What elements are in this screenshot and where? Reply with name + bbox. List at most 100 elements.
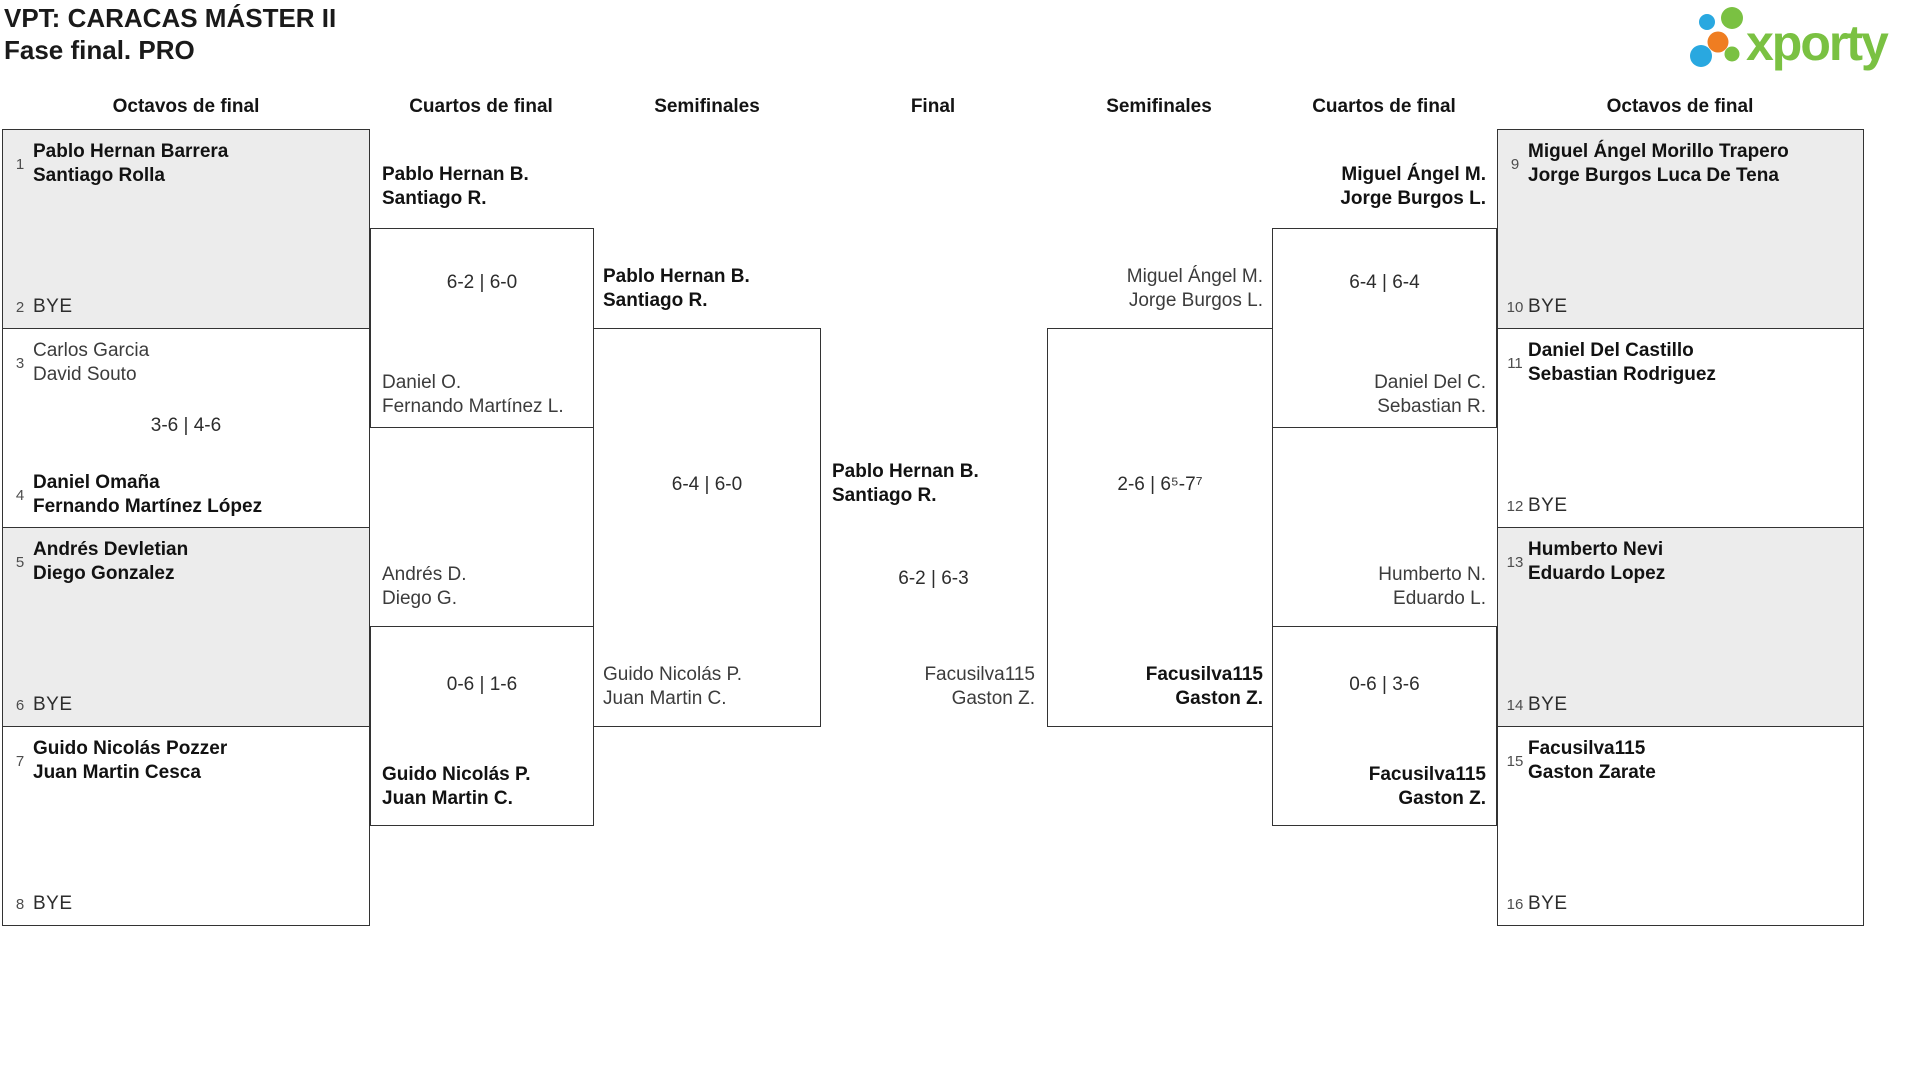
bye-label: BYE	[1528, 893, 1568, 914]
seed-number: 7	[15, 752, 25, 770]
seed-number: 11	[1507, 354, 1523, 372]
player-1: Daniel Del C.	[1374, 372, 1486, 393]
team-cuartos-left-2-top: Andrés D. Diego G.	[382, 563, 466, 611]
player-1: Miguel Ángel Morillo Trapero	[1528, 141, 1789, 162]
team-slot-14: 14 BYE	[1504, 694, 1855, 716]
team-semifinal-right-top: Miguel Ángel M. Jorge Burgos L.	[1127, 265, 1263, 313]
player-1: Humberto Nevi	[1528, 539, 1664, 560]
player-2: Santiago Rolla	[33, 165, 165, 186]
player-1: Guido Nicolás Pozzer	[33, 738, 228, 759]
player-1: Pablo Hernan B.	[603, 266, 750, 287]
player-1: Pablo Hernan B.	[382, 164, 529, 185]
match-box-cuartos-right-2	[1272, 626, 1497, 826]
logo-dot-green-small	[1724, 46, 1740, 62]
team-names: Carlos Garcia David Souto	[31, 339, 149, 387]
team-cuartos-right-2-top: Humberto N. Eduardo L.	[1378, 563, 1486, 611]
bye-label: BYE	[1528, 296, 1568, 317]
team-names: Daniel Omaña Fernando Martínez López	[31, 471, 262, 519]
seed-number: 13	[1506, 553, 1524, 571]
match-box-octavos-15-16: 15 Facusilva115 Gaston Zarate 16 BYE	[1497, 726, 1864, 926]
seed-number: 3	[15, 354, 25, 372]
octavos-right-column: 9 Miguel Ángel Morillo Trapero Jorge Bur…	[1497, 129, 1864, 927]
team-slot-15: 15 Facusilva115 Gaston Zarate	[1504, 737, 1855, 785]
bye-label: BYE	[33, 296, 73, 317]
seed-number: 12	[1506, 497, 1524, 515]
player-1: Miguel Ángel M.	[1341, 164, 1486, 185]
seed-number: 4	[15, 486, 25, 504]
player-1: Facusilva115	[1368, 764, 1486, 785]
seed-number: 1	[15, 155, 25, 173]
team-names: Miguel Ángel Morillo Trapero Jorge Burgo…	[1526, 140, 1789, 188]
seed-number: 16	[1506, 895, 1524, 913]
round-header-semifinal-left: Semifinales	[654, 96, 760, 117]
round-header-semifinal-right: Semifinales	[1106, 96, 1212, 117]
octavos-left-column: 1 Pablo Hernan Barrera Santiago Rolla 2 …	[2, 129, 370, 927]
tournament-name: VPT: CARACAS MÁSTER II	[4, 3, 337, 33]
team-final-top: Pablo Hernan B. Santiago R.	[832, 460, 979, 508]
score-final: 6-2 | 6-3	[898, 568, 969, 589]
score-semifinal-right: 2-6 | 6⁵-7⁷	[1117, 474, 1203, 495]
team-semifinal-left-top: Pablo Hernan B. Santiago R.	[603, 265, 750, 313]
team-cuartos-right-2-bottom: Facusilva115 Gaston Z.	[1369, 763, 1486, 811]
team-cuartos-right-1-bottom: Daniel Del C. Sebastian R.	[1374, 371, 1486, 419]
player-2: Fernando Martínez L.	[382, 396, 564, 417]
player-2: Gaston Zarate	[1528, 762, 1656, 783]
team-slot-6: 6 BYE	[9, 694, 361, 716]
team-cuartos-left-1-bottom: Daniel O. Fernando Martínez L.	[382, 371, 564, 419]
player-1: Pablo Hernan B.	[832, 461, 979, 482]
bye-label: BYE	[33, 694, 73, 715]
player-2: Santiago R.	[603, 290, 708, 311]
team-slot-10: 10 BYE	[1504, 296, 1855, 318]
player-2: Diego G.	[382, 588, 457, 609]
player-2: Santiago R.	[382, 188, 487, 209]
team-final-bottom: Facusilva115 Gaston Z.	[924, 663, 1035, 711]
score-semifinal-left: 6-4 | 6-0	[671, 474, 743, 495]
page-title: VPT: CARACAS MÁSTER II Fase final. PRO	[4, 2, 336, 66]
match-box-octavos-3-4: 3 Carlos Garcia David Souto 3-6 | 4-6 4 …	[2, 328, 370, 528]
seed-number: 6	[15, 696, 25, 714]
team-cuartos-right-1-top: Miguel Ángel M. Jorge Burgos L.	[1340, 163, 1486, 211]
team-semifinal-left-bottom: Guido Nicolás P. Juan Martin C.	[603, 663, 742, 711]
player-2: Juan Martin C.	[382, 788, 513, 809]
seed-number: 15	[1506, 752, 1524, 770]
team-slot-1: 1 Pablo Hernan Barrera Santiago Rolla	[9, 140, 361, 188]
logo-dot-orange	[1707, 31, 1729, 53]
player-2: Jorge Burgos L.	[1128, 290, 1263, 311]
player-1: Miguel Ángel M.	[1126, 266, 1263, 287]
match-box-octavos-7-8: 7 Guido Nicolás Pozzer Juan Martin Cesca…	[2, 726, 370, 926]
player-1: Andrés D.	[382, 564, 467, 585]
seed-number: 9	[1510, 155, 1520, 173]
team-slot-5: 5 Andrés Devletian Diego Gonzalez	[9, 538, 361, 586]
team-slot-2: 2 BYE	[9, 296, 361, 318]
score-cuartos-right-2: 0-6 | 3-6	[1349, 674, 1420, 695]
seed-number: 14	[1506, 696, 1524, 714]
score-octavos-3-4: 3-6 | 4-6	[150, 415, 222, 436]
round-header-cuartos-right: Cuartos de final	[1312, 96, 1456, 117]
match-box-octavos-5-6: 5 Andrés Devletian Diego Gonzalez 6 BYE	[2, 527, 370, 727]
team-slot-9: 9 Miguel Ángel Morillo Trapero Jorge Bur…	[1504, 140, 1855, 188]
score-cuartos-right-1: 6-4 | 6-4	[1349, 272, 1420, 293]
player-1: Daniel Omaña	[33, 472, 160, 493]
team-names: Pablo Hernan Barrera Santiago Rolla	[31, 140, 228, 188]
round-header-octavos-left: Octavos de final	[112, 96, 260, 117]
bye-label: BYE	[33, 893, 73, 914]
logo-wordmark: xporty	[1746, 15, 1889, 71]
match-box-semifinal-left	[593, 328, 821, 727]
player-2: Juan Martin C.	[603, 688, 727, 709]
player-1: Facusilva115	[924, 664, 1035, 685]
team-names: Humberto Nevi Eduardo Lopez	[1526, 538, 1665, 586]
player-2: Gaston Z.	[1398, 788, 1486, 809]
seed-number: 10	[1506, 298, 1524, 316]
team-slot-13: 13 Humberto Nevi Eduardo Lopez	[1504, 538, 1855, 586]
player-2: Jorge Burgos Luca De Tena	[1528, 165, 1779, 186]
team-slot-3: 3 Carlos Garcia David Souto	[9, 339, 361, 387]
player-2: Sebastian Rodriguez	[1528, 364, 1716, 385]
team-slot-4: 4 Daniel Omaña Fernando Martínez López	[9, 471, 361, 519]
logo-dot-blue-small	[1699, 14, 1715, 30]
team-names: Facusilva115 Gaston Zarate	[1526, 737, 1656, 785]
team-names: Andrés Devletian Diego Gonzalez	[31, 538, 188, 586]
seed-number: 8	[15, 895, 25, 913]
phase-name: Fase final. PRO	[4, 35, 195, 65]
bye-label: BYE	[1528, 495, 1568, 516]
